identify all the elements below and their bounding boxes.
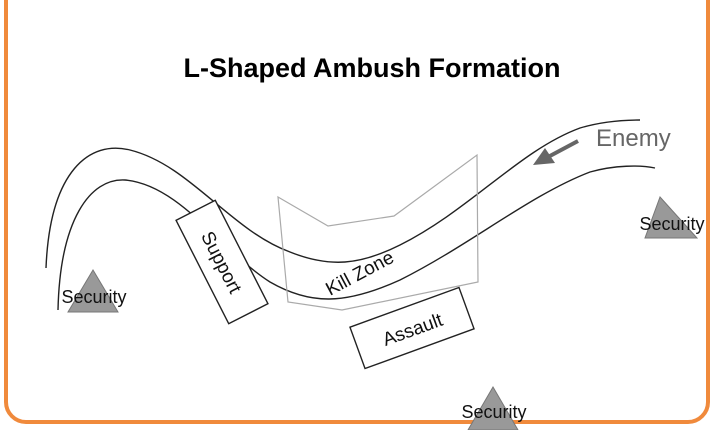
diagram-frame [4, 0, 710, 424]
road-upper-edge [45, 119, 641, 269]
support-position: Support [175, 199, 269, 325]
kill-zone-outline [277, 153, 479, 311]
enemy-label: Enemy [596, 125, 671, 152]
security-triangle-bottom-icon [467, 386, 519, 430]
security-triangle-right-icon [644, 196, 699, 239]
diagram-title: L-Shaped Ambush Formation [184, 53, 561, 83]
security-triangle-left-icon [67, 269, 119, 313]
security-bottom-label: Security [461, 402, 526, 422]
security-left-label: Security [61, 287, 126, 307]
assault-position: Assault [349, 286, 475, 370]
enemy-arrow-icon [533, 139, 579, 165]
kill-zone-label: Kill Zone [322, 247, 397, 300]
security-right-label: Security [639, 214, 704, 234]
road-lower-edge [57, 165, 656, 311]
